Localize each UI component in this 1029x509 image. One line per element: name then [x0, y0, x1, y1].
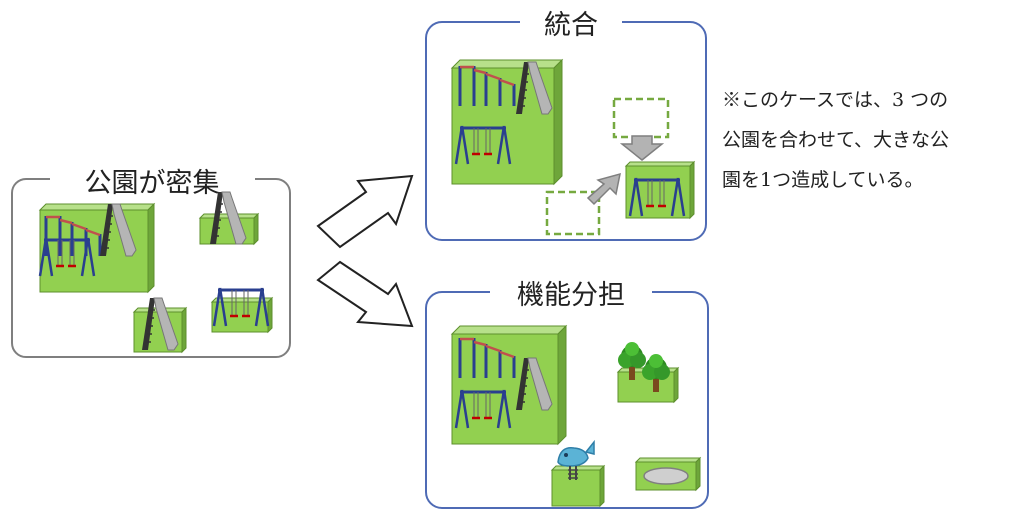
small-park-slide-2 [132, 297, 188, 354]
panel-split: 機能分担 [425, 278, 709, 509]
note-line-3: 園を1つ造成している。 [722, 169, 924, 191]
former-site-outline [545, 190, 601, 236]
panel-dense-title: 公園が密集 [85, 168, 220, 199]
merged-swing-park [624, 160, 696, 220]
panel-merge: 統合 [425, 8, 707, 241]
arrow-down [316, 260, 414, 328]
rider-park [550, 441, 606, 508]
sandpit-park [634, 456, 702, 492]
note-line-2: 公園を合わせて、大きな公 [722, 129, 950, 151]
split-big-park [450, 324, 568, 446]
small-park-swing [210, 286, 274, 334]
panel-split-title: 機能分担 [517, 280, 625, 311]
small-park-slide [198, 191, 260, 246]
arrow-icon [586, 172, 621, 206]
sandpit-icon [643, 467, 689, 485]
merged-big-park [450, 58, 564, 186]
big-park [38, 202, 156, 294]
panel-merge-title: 統合 [544, 10, 598, 41]
arrow-up [316, 174, 414, 249]
explanation-note: ※このケースでは、3 つの 公園を合わせて、大きな公 園を1つ造成している。 [722, 80, 1022, 200]
arrow-icon [316, 260, 414, 328]
note-line-1: ※このケースでは、3 つの [722, 89, 949, 111]
tree-park [616, 342, 680, 404]
panel-dense: 公園が密集 [11, 166, 291, 358]
arrow-icon [316, 174, 414, 249]
arrow-icon [619, 135, 665, 161]
former-site-outline [612, 97, 670, 139]
